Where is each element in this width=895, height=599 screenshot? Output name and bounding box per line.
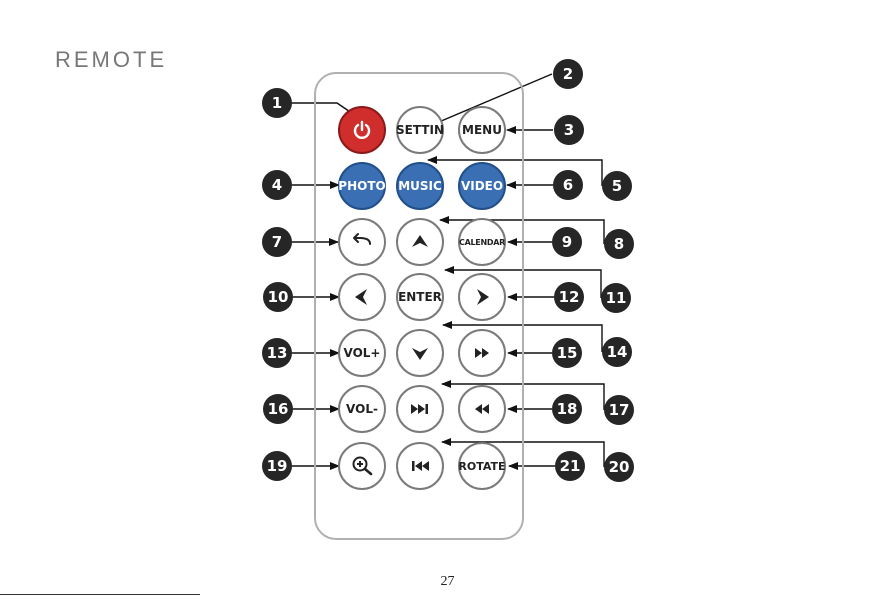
fast-forward-icon: [469, 340, 495, 366]
down-arrow-icon: [407, 340, 433, 366]
next-track-icon: [407, 396, 433, 422]
video-button[interactable]: VIDEO: [458, 162, 506, 210]
callout-10: 10: [263, 282, 293, 312]
rewind-button[interactable]: [458, 385, 506, 433]
callout-2: 2: [553, 59, 583, 89]
rotate-button[interactable]: ROTATE: [458, 442, 506, 490]
rewind-icon: [469, 396, 495, 422]
callout-14: 14: [602, 337, 632, 367]
callout-15: 15: [552, 338, 582, 368]
right-button[interactable]: [458, 273, 506, 321]
back-button[interactable]: [338, 218, 386, 266]
volume-down-button[interactable]: VOL-: [338, 385, 386, 433]
callout-4: 4: [262, 170, 292, 200]
callout-16: 16: [263, 394, 293, 424]
power-icon: [349, 117, 375, 143]
callout-13: 13: [262, 338, 292, 368]
right-arrow-icon: [469, 284, 495, 310]
left-arrow-icon: [349, 284, 375, 310]
callout-12: 12: [554, 282, 584, 312]
up-button[interactable]: [396, 218, 444, 266]
previous-track-icon: [407, 453, 433, 479]
callout-5: 5: [602, 171, 632, 201]
up-arrow-icon: [407, 229, 433, 255]
down-button[interactable]: [396, 329, 444, 377]
zoom-in-icon: [349, 453, 375, 479]
callout-6: 6: [553, 170, 583, 200]
zoom-button[interactable]: [338, 442, 386, 490]
callout-21: 21: [555, 451, 585, 481]
callout-7: 7: [262, 227, 292, 257]
calendar-button[interactable]: CALENDAR: [458, 218, 506, 266]
music-button[interactable]: MUSIC: [396, 162, 444, 210]
callout-17: 17: [604, 395, 634, 425]
enter-button[interactable]: ENTER: [396, 273, 444, 321]
menu-button[interactable]: MENU: [458, 106, 506, 154]
callout-3: 3: [554, 115, 584, 145]
power-button[interactable]: [338, 106, 386, 154]
callout-19: 19: [262, 451, 292, 481]
fast-forward-button[interactable]: [458, 329, 506, 377]
back-arrow-icon: [349, 229, 375, 255]
footer-divider: [0, 594, 200, 595]
left-button[interactable]: [338, 273, 386, 321]
callout-11: 11: [601, 283, 631, 313]
callout-8: 8: [604, 229, 634, 259]
next-track-button[interactable]: [396, 385, 444, 433]
previous-track-button[interactable]: [396, 442, 444, 490]
setting-button[interactable]: SETTIN: [396, 106, 444, 154]
volume-up-button[interactable]: VOL+: [338, 329, 386, 377]
callout-1: 1: [262, 88, 292, 118]
page-number: 27: [0, 574, 895, 590]
photo-button[interactable]: PHOTO: [338, 162, 386, 210]
callout-9: 9: [552, 227, 582, 257]
callout-20: 20: [604, 452, 634, 482]
callout-18: 18: [552, 394, 582, 424]
